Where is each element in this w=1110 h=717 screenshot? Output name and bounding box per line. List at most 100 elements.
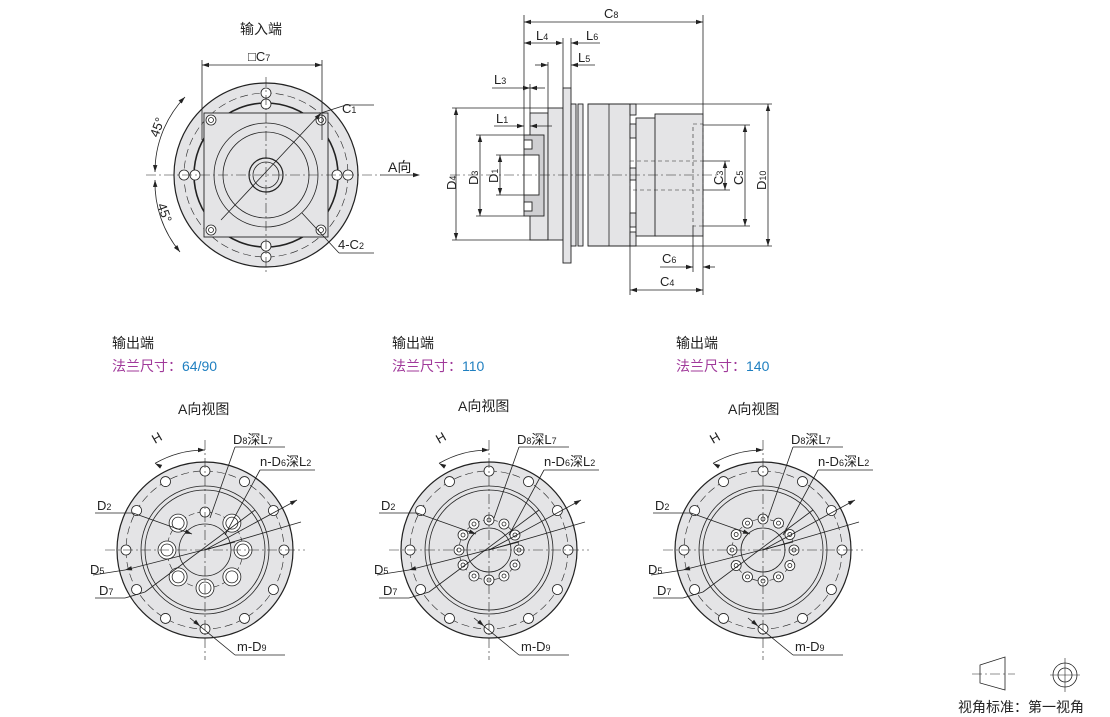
input-view-title: 输入端	[240, 21, 282, 37]
tapped-hole	[784, 529, 796, 540]
arrow-head	[153, 164, 158, 172]
outer-bolt-hole	[826, 584, 837, 595]
flange-value: 140	[746, 358, 770, 374]
arrow-head	[556, 40, 563, 46]
tapped-hole	[509, 529, 521, 541]
arrow-head	[765, 104, 771, 111]
tapped-hole	[498, 518, 510, 530]
outer-bolt-hole	[444, 476, 455, 487]
arrow-head	[314, 113, 321, 120]
arrow-head	[453, 233, 459, 240]
d2-leader	[416, 512, 477, 535]
l6-label: L6	[586, 28, 598, 43]
tapped-hole	[730, 560, 742, 571]
arrow-head	[125, 566, 133, 571]
c8-label: C8	[604, 6, 618, 21]
output-flange-view-3	[712, 449, 764, 464]
tapped-hole-inner	[501, 573, 507, 579]
c2-leader	[301, 212, 340, 254]
c1-label: C1	[342, 101, 356, 116]
arrow-head	[571, 40, 578, 46]
d5-leader	[124, 541, 236, 571]
outer-bolt-hole	[444, 613, 455, 624]
d8-leader	[209, 446, 236, 519]
arrow-head	[517, 123, 524, 129]
tapped-hole-inner	[501, 521, 507, 527]
arrow-head	[742, 219, 748, 226]
tapped-hole-inner	[787, 563, 793, 568]
tapped-hole	[457, 529, 469, 541]
d2-label: D2	[381, 498, 395, 513]
d6-leader	[782, 469, 819, 536]
line	[650, 569, 684, 576]
arrow-head	[198, 447, 205, 453]
clamp-screw	[523, 201, 533, 212]
arrow-head	[315, 62, 322, 68]
arrow-head	[541, 62, 548, 68]
view-title-1: A向视图	[178, 401, 230, 417]
h-arc	[154, 449, 206, 464]
d9-label: m-D9	[237, 639, 267, 654]
corner-hole	[315, 224, 327, 236]
clamp-screw	[523, 139, 533, 150]
tapped-hole	[457, 559, 469, 571]
arrow-head	[696, 19, 703, 25]
d6-leader	[762, 499, 856, 551]
tab	[629, 103, 637, 116]
tapped-hole	[730, 529, 742, 540]
flange-label: 法兰尺寸：	[392, 358, 462, 374]
arrow-head	[742, 125, 748, 132]
d6-leader	[204, 499, 298, 551]
tapped-hole-inner	[471, 521, 477, 527]
line	[124, 591, 146, 599]
tapped-hole	[773, 571, 784, 583]
d5-label: D5	[374, 562, 388, 577]
arrow-head	[289, 500, 297, 506]
flange-value: 64/90	[182, 358, 218, 374]
tapped-hole	[742, 571, 753, 583]
outer-bolt-hole	[797, 476, 808, 487]
outer-bolt-hole	[689, 584, 700, 595]
d6-leader	[488, 499, 582, 551]
arrow-head	[703, 264, 710, 270]
arrow-head	[524, 19, 531, 25]
angle-label: 45°	[154, 201, 175, 225]
c5-label: C5	[731, 171, 746, 185]
line	[92, 569, 126, 576]
d9-label: m-D9	[521, 639, 551, 654]
arrow-head	[683, 566, 691, 571]
outer-bolt-hole	[797, 613, 808, 624]
d7-leader	[702, 509, 814, 593]
d7-label: D7	[657, 583, 671, 598]
arrow-head	[756, 447, 763, 453]
arrow-head	[184, 529, 192, 534]
corner-hole-inner	[318, 117, 324, 123]
l1-label: L1	[496, 111, 508, 126]
outer-bolt-hole	[239, 613, 250, 624]
d4-label: D4	[444, 176, 459, 190]
d5-leader	[408, 541, 520, 571]
arrow-head	[155, 463, 163, 469]
d2-leader	[132, 512, 193, 535]
d6-leader	[508, 469, 545, 536]
c2-label: 4-C2	[338, 237, 364, 252]
arrow-head	[477, 209, 483, 216]
h-label: H	[707, 429, 723, 447]
c7-label: □C7	[248, 49, 270, 64]
outer-bolt-hole	[523, 613, 534, 624]
arrow-head	[530, 123, 537, 129]
d5-label: D5	[648, 562, 662, 577]
angle-arc	[154, 179, 181, 253]
angle-arc	[154, 96, 186, 173]
flange-label: 法兰尺寸：	[112, 358, 182, 374]
view-title-3: A向视图	[728, 401, 780, 417]
arrow-head	[173, 245, 180, 252]
tapped-hole-inner	[460, 532, 466, 538]
d7-label: D7	[383, 583, 397, 598]
h-arc	[438, 449, 490, 464]
d2-leader	[690, 512, 751, 535]
flange-size-2: 法兰尺寸：110	[392, 356, 484, 376]
d6-label: n-D6深L2	[260, 454, 311, 469]
tab	[629, 231, 637, 247]
tapped-hole-inner	[171, 570, 185, 584]
